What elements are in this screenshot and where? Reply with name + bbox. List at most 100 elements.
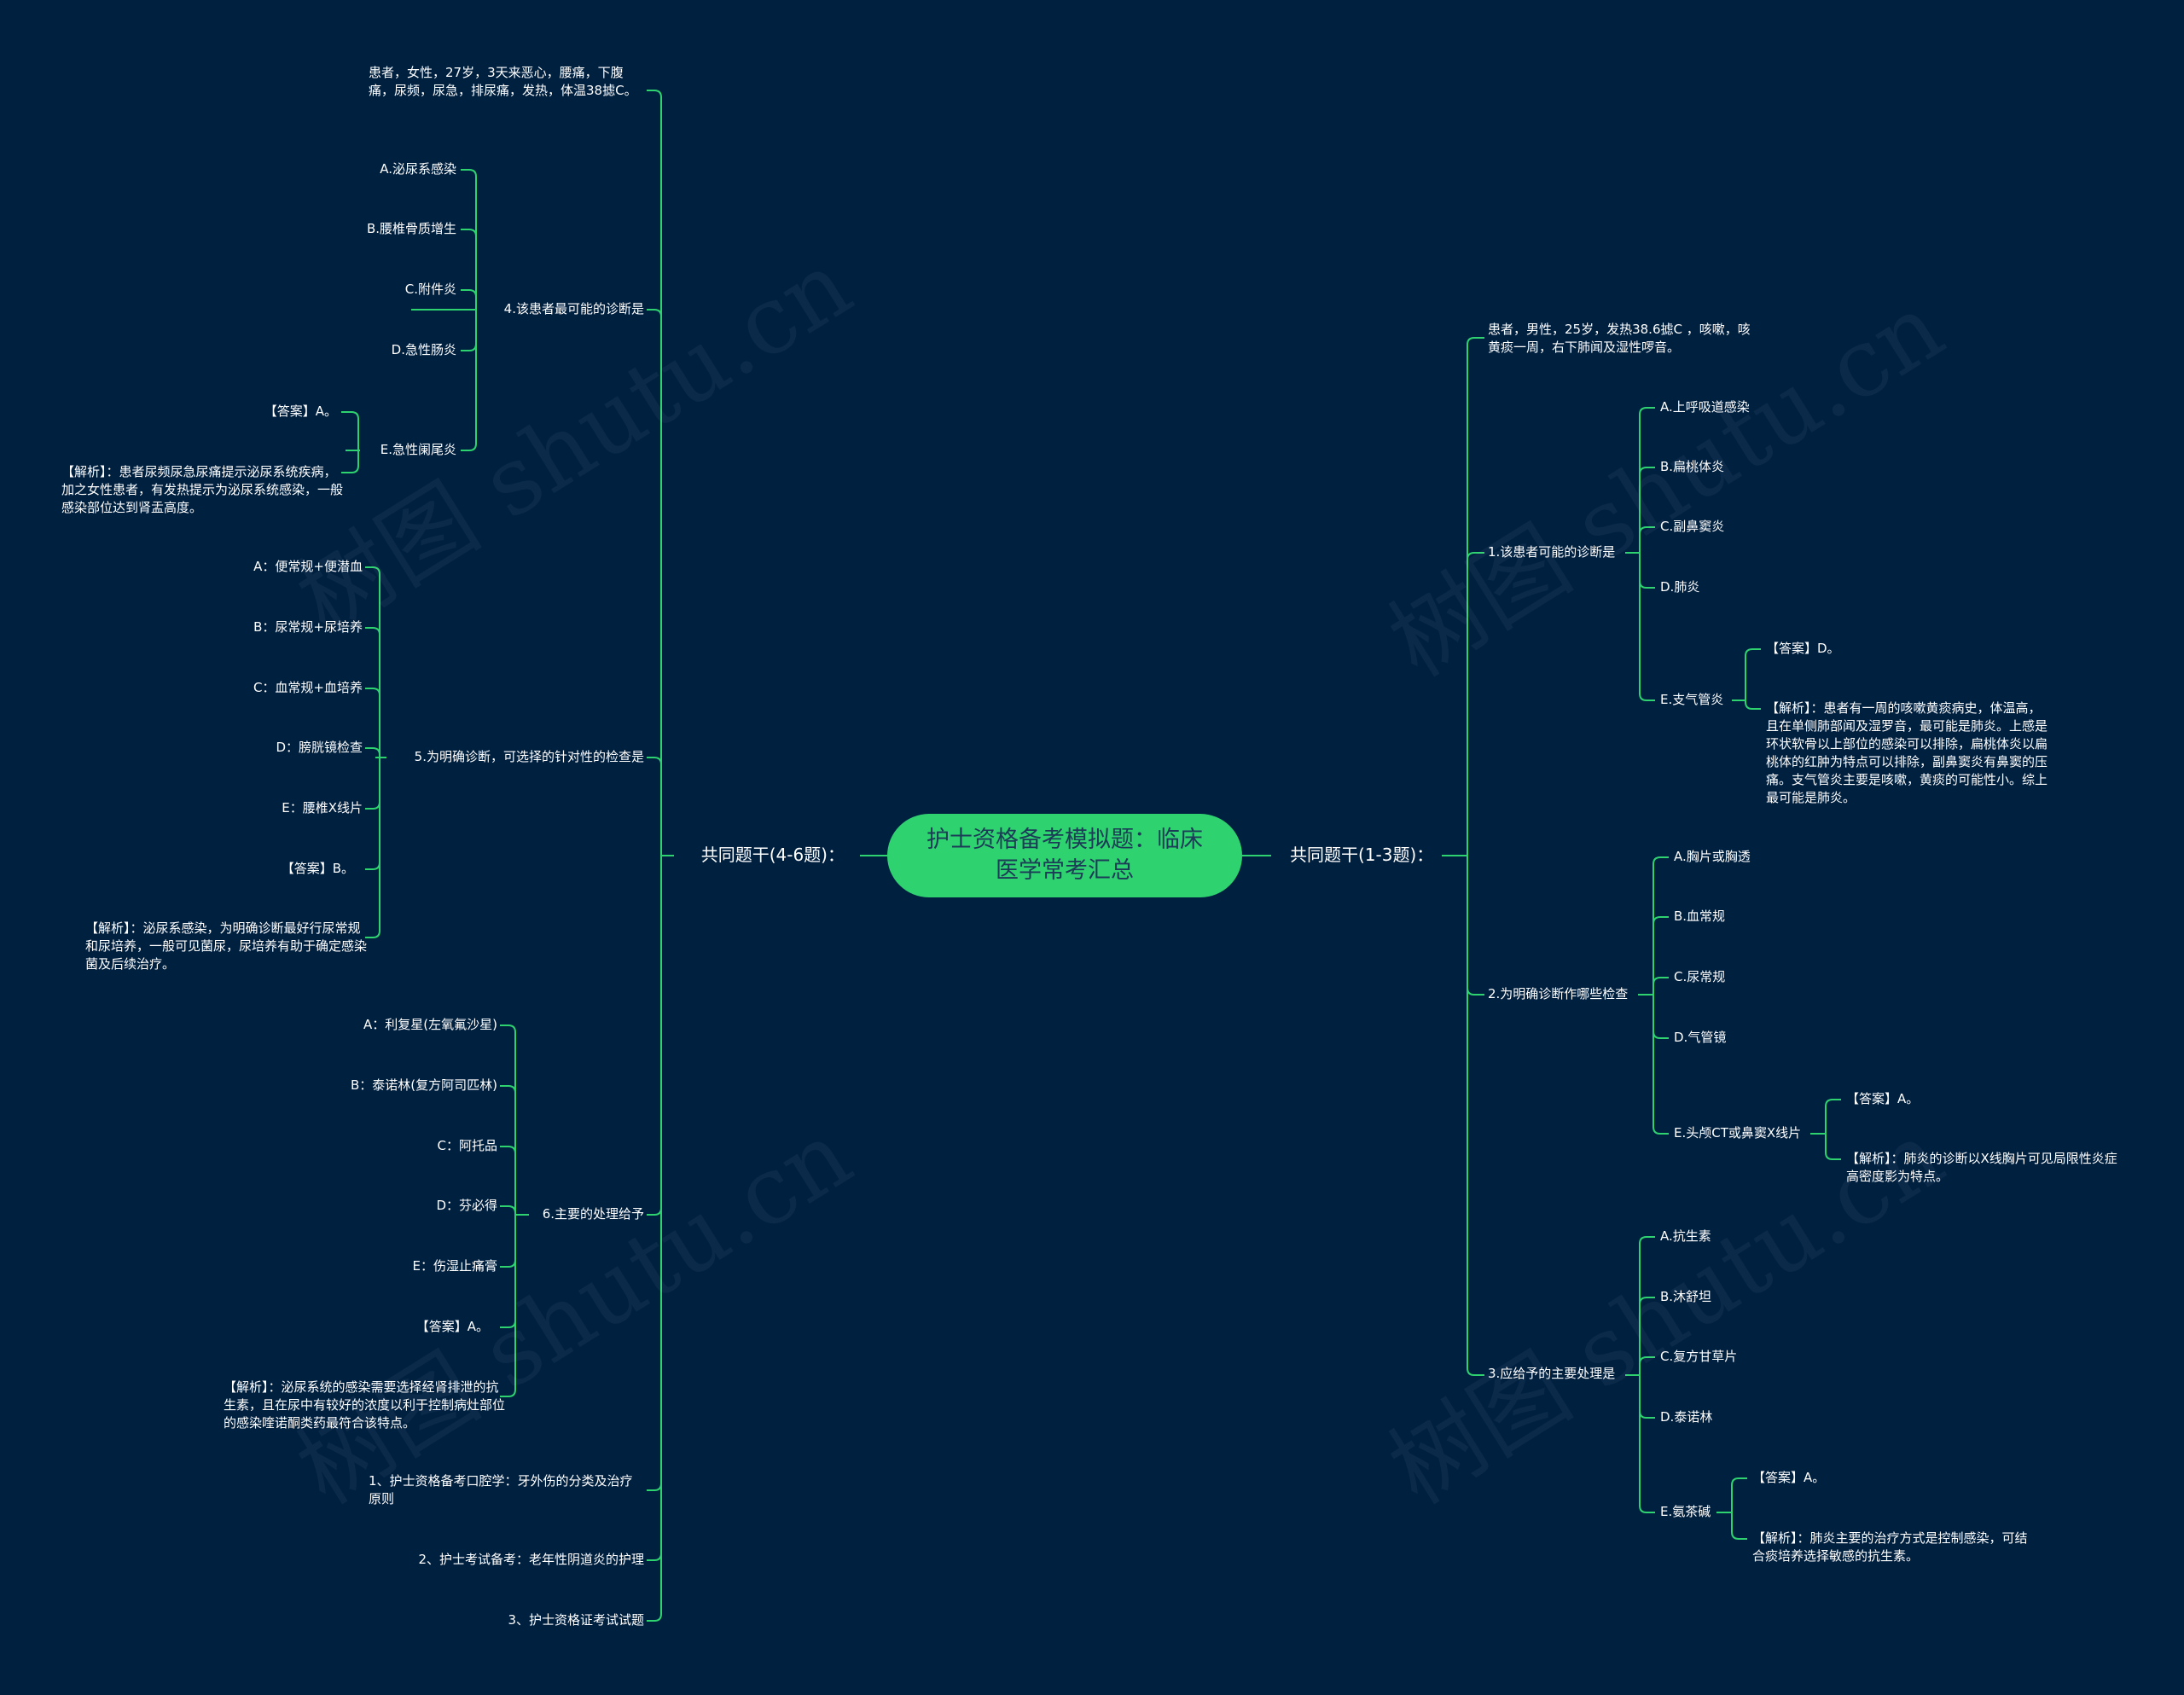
left-stem-text[interactable]: 患者，女性，27岁，3天来恶心，腰痛，下腹痛，尿频，尿急，排尿痛，发热，体温38…	[369, 65, 637, 98]
q2-analysis[interactable]: 【解析】：肺炎的诊断以X线胸片可见局限性炎症高密度影为特点。	[1846, 1151, 2117, 1184]
q6-items-0	[500, 1025, 516, 1215]
right-trunk-2	[1467, 856, 1484, 996]
q2-option-c[interactable]: C.尿常规	[1674, 969, 1726, 984]
q3-opts-3	[1639, 1375, 1655, 1419]
q3-opts-0	[1639, 1236, 1655, 1375]
related-link-2[interactable]: 2、护士考试备考：老年性阴道炎的护理	[418, 1552, 644, 1567]
q4-opts-4	[461, 310, 477, 451]
q6-label[interactable]: 6.主要的处理给予	[542, 1206, 644, 1222]
q5-items-6	[365, 758, 380, 938]
q3e-kids-1	[1731, 1512, 1747, 1540]
q5-items-3	[365, 747, 380, 758]
q1-option-d[interactable]: D.肺炎	[1660, 579, 1700, 595]
right-trunk-1	[1467, 552, 1484, 856]
q1-option-a[interactable]: A.上呼吸道感染	[1660, 399, 1750, 415]
q6-item-b[interactable]: B：泰诺林(复方阿司匹林)	[351, 1077, 497, 1093]
q3-label[interactable]: 3.应给予的主要处理是	[1488, 1366, 1616, 1381]
q4-option-e[interactable]: E.急性阑尾炎	[380, 442, 456, 457]
q6-items-3	[500, 1205, 516, 1215]
right-branch-label[interactable]: 共同题干(1-3题)：	[1290, 845, 1434, 865]
q6-items-1	[500, 1085, 516, 1215]
q6-item-e[interactable]: E：伤湿止痛膏	[412, 1258, 497, 1274]
q4-analysis[interactable]: 【解析】：患者尿频尿急尿痛提示泌尿系统疾病，加之女性患者，有发热提示为泌尿系统感…	[61, 464, 344, 515]
q4-option-d[interactable]: D.急性肠炎	[391, 342, 456, 357]
q5-items-1	[365, 627, 380, 758]
q3-opts-2	[1639, 1356, 1655, 1375]
q3-option-d[interactable]: D.泰诺林	[1660, 1409, 1713, 1425]
q1e-kids-1	[1745, 700, 1761, 710]
q4-answer[interactable]: 【答案】A。	[264, 403, 337, 419]
q2-opts-4	[1653, 995, 1669, 1135]
q1-analysis[interactable]: 【解析】：患者有一周的咳嗽黄痰病史，体温高，且在单侧肺部闻及湿罗音，最可能是肺炎…	[1766, 700, 2048, 805]
q5-analysis[interactable]: 【解析】：泌尿系感染，为明确诊断最好行尿常规和尿培养，一般可见菌尿，尿培养有助于…	[85, 920, 368, 972]
q1-option-e[interactable]: E.支气管炎	[1660, 692, 1724, 707]
q3-option-a[interactable]: A.抗生素	[1660, 1228, 1711, 1244]
q4e-kids-1	[341, 450, 359, 473]
left-trunk-5	[647, 856, 662, 1561]
q6-items-6	[500, 1215, 516, 1397]
q3-option-c[interactable]: C.复方甘草片	[1660, 1349, 1738, 1364]
q5-item-b[interactable]: B：尿常规+尿培养	[253, 619, 363, 635]
related-link-3[interactable]: 3、护士资格证考试试题	[508, 1612, 644, 1628]
q2-option-b[interactable]: B.血常规	[1674, 908, 1726, 924]
q5-answer[interactable]: 【答案】B。	[281, 861, 354, 876]
q1-option-b[interactable]: B.扁桃体炎	[1660, 459, 1725, 474]
q4-option-a[interactable]: A.泌尿系感染	[380, 161, 456, 177]
q3e-kids-0	[1731, 1477, 1747, 1512]
q6-items-5	[500, 1215, 516, 1328]
q5-label[interactable]: 5.为明确诊断，可选择的针对性的检查是	[414, 749, 644, 764]
q6-item-a[interactable]: A：利复星(左氧氟沙星)	[363, 1017, 497, 1032]
q1-label[interactable]: 1.该患者可能的诊断是	[1488, 544, 1616, 560]
q2-option-e[interactable]: E.头颅CT或鼻窦X线片	[1674, 1125, 1802, 1141]
q6-item-c[interactable]: C：阿托品	[437, 1138, 497, 1153]
left-branch-label[interactable]: 共同题干(4-6题)：	[700, 845, 845, 865]
q6-analysis[interactable]: 【解析】：泌尿系统的感染需要选择经肾排泄的抗生素，且在尿中有较好的浓度以利于控制…	[224, 1379, 506, 1431]
q5-item-a[interactable]: A：便常规+便潜血	[253, 559, 363, 574]
q5-items-4	[365, 758, 380, 810]
q4-opts-2	[461, 289, 477, 310]
q6-items-2	[500, 1146, 516, 1215]
q5-item-c[interactable]: C：血常规+血培养	[253, 680, 363, 695]
q2-option-d[interactable]: D.气管镜	[1674, 1030, 1727, 1045]
q5-items-5	[365, 758, 380, 870]
right-stem-text[interactable]: 患者，男性，25岁，发热38.6摅C ，咳嗽，咳黄痰一周，右下肺闻及湿性啰音。	[1488, 322, 1751, 355]
q4-opts-1	[461, 229, 477, 310]
q6-answer[interactable]: 【答案】A。	[415, 1319, 489, 1334]
q4-option-b[interactable]: B.腰椎骨质增生	[366, 221, 456, 236]
q1e-kids-0	[1745, 648, 1761, 700]
q1-opts-2	[1639, 526, 1655, 553]
q1-answer[interactable]: 【答案】D。	[1766, 641, 1840, 656]
q1-opts-3	[1639, 553, 1655, 589]
left-trunk-6	[647, 856, 662, 1622]
q3-opts-1	[1639, 1297, 1655, 1375]
q2e-kids-0	[1825, 1099, 1841, 1134]
q6-item-d[interactable]: D：芬必得	[436, 1198, 497, 1213]
q5-item-d[interactable]: D：膀胱镜检查	[276, 740, 363, 755]
q1-option-c[interactable]: C.副鼻窦炎	[1660, 519, 1725, 534]
q4e-kids-0	[341, 411, 359, 450]
q3-option-b[interactable]: B.沐舒坦	[1660, 1289, 1712, 1304]
q1-opts-1	[1639, 467, 1655, 553]
q3-answer[interactable]: 【答案】A。	[1752, 1470, 1826, 1485]
q2e-kids-1	[1825, 1134, 1841, 1160]
q2-option-a[interactable]: A.胸片或胸透	[1674, 849, 1751, 864]
q2-opts-0	[1653, 856, 1669, 995]
q5-items-0	[365, 566, 380, 758]
q2-answer[interactable]: 【答案】A。	[1846, 1091, 1920, 1106]
q4-option-c[interactable]: C.附件炎	[404, 282, 456, 297]
q3-analysis[interactable]: 【解析】：肺炎主要的治疗方式是控制感染，可结合痰培养选择敏感的抗生素。	[1752, 1530, 2028, 1564]
q2-label[interactable]: 2.为明确诊断作哪些检查	[1488, 986, 1629, 1001]
root-topic[interactable]: 护士资格备考模拟题：临床医学常考汇总	[887, 814, 1242, 897]
left-trunk-1	[647, 309, 662, 856]
related-link-1[interactable]: 1、护士资格备考口腔学：牙外伤的分类及治疗原则	[369, 1473, 633, 1506]
q5-item-e[interactable]: E：腰椎X线片	[282, 800, 363, 816]
q3-option-e[interactable]: E.氨茶碱	[1660, 1504, 1711, 1519]
right-trunk-3	[1467, 856, 1484, 1376]
q4-label[interactable]: 4.该患者最可能的诊断是	[503, 301, 644, 316]
left-trunk-3	[647, 856, 662, 1216]
q2-opts-2	[1653, 977, 1669, 995]
left-trunk-4	[647, 856, 662, 1491]
left-trunk-0	[647, 90, 662, 856]
